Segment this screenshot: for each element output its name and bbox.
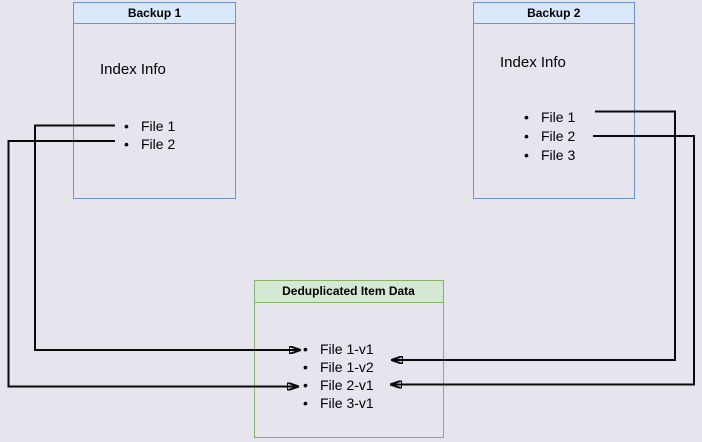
dedup-file1v2-label: File 1-v2 [320,359,374,375]
backup2-index-info-label: Index Info [500,54,566,71]
bullet-icon: • [303,395,308,411]
bullet-icon: • [303,377,308,393]
backup1-index-info-label: Index Info [100,61,166,78]
list-item: • File 1-v2 [303,358,374,376]
list-item: • File 3 [524,145,575,164]
list-item: • File 2 [124,135,175,153]
backup2-file3-label: File 3 [541,146,576,163]
bullet-icon: • [303,341,308,357]
bullet-icon: • [124,136,129,152]
backup1-file1-label: File 1 [141,118,176,134]
list-item: • File 3-v1 [303,394,374,412]
backup1-title: Backup 1 [74,3,235,24]
backup2-title: Backup 2 [474,3,634,24]
list-item: • File 1 [524,107,575,126]
backup1-box: Backup 1 [73,2,236,199]
backup2-file1-label: File 1 [541,108,576,125]
bullet-icon: • [524,127,529,144]
bullet-icon: • [124,118,129,134]
list-item: • File 1-v1 [303,340,374,358]
dedup-file3v1-label: File 3-v1 [320,395,374,411]
backup1-file-list: • File 1 • File 2 [124,117,175,153]
list-item: • File 1 [124,117,175,135]
list-item: • File 2 [524,126,575,145]
backup2-file2-label: File 2 [541,127,576,144]
bullet-icon: • [524,108,529,125]
list-item: • File 2-v1 [303,376,374,394]
backup1-file2-label: File 2 [141,136,176,152]
backup2-box: Backup 2 [473,2,635,199]
dedup-file1v1-label: File 1-v1 [320,341,374,357]
backup2-file-list: • File 1 • File 2 • File 3 [524,107,575,164]
dedup-file2v1-label: File 2-v1 [320,377,374,393]
dedup-title: Deduplicated Item Data [254,280,443,303]
bullet-icon: • [303,359,308,375]
bullet-icon: • [524,146,529,163]
dedup-item-list: • File 1-v1 • File 1-v2 • File 2-v1 • Fi… [303,340,374,412]
